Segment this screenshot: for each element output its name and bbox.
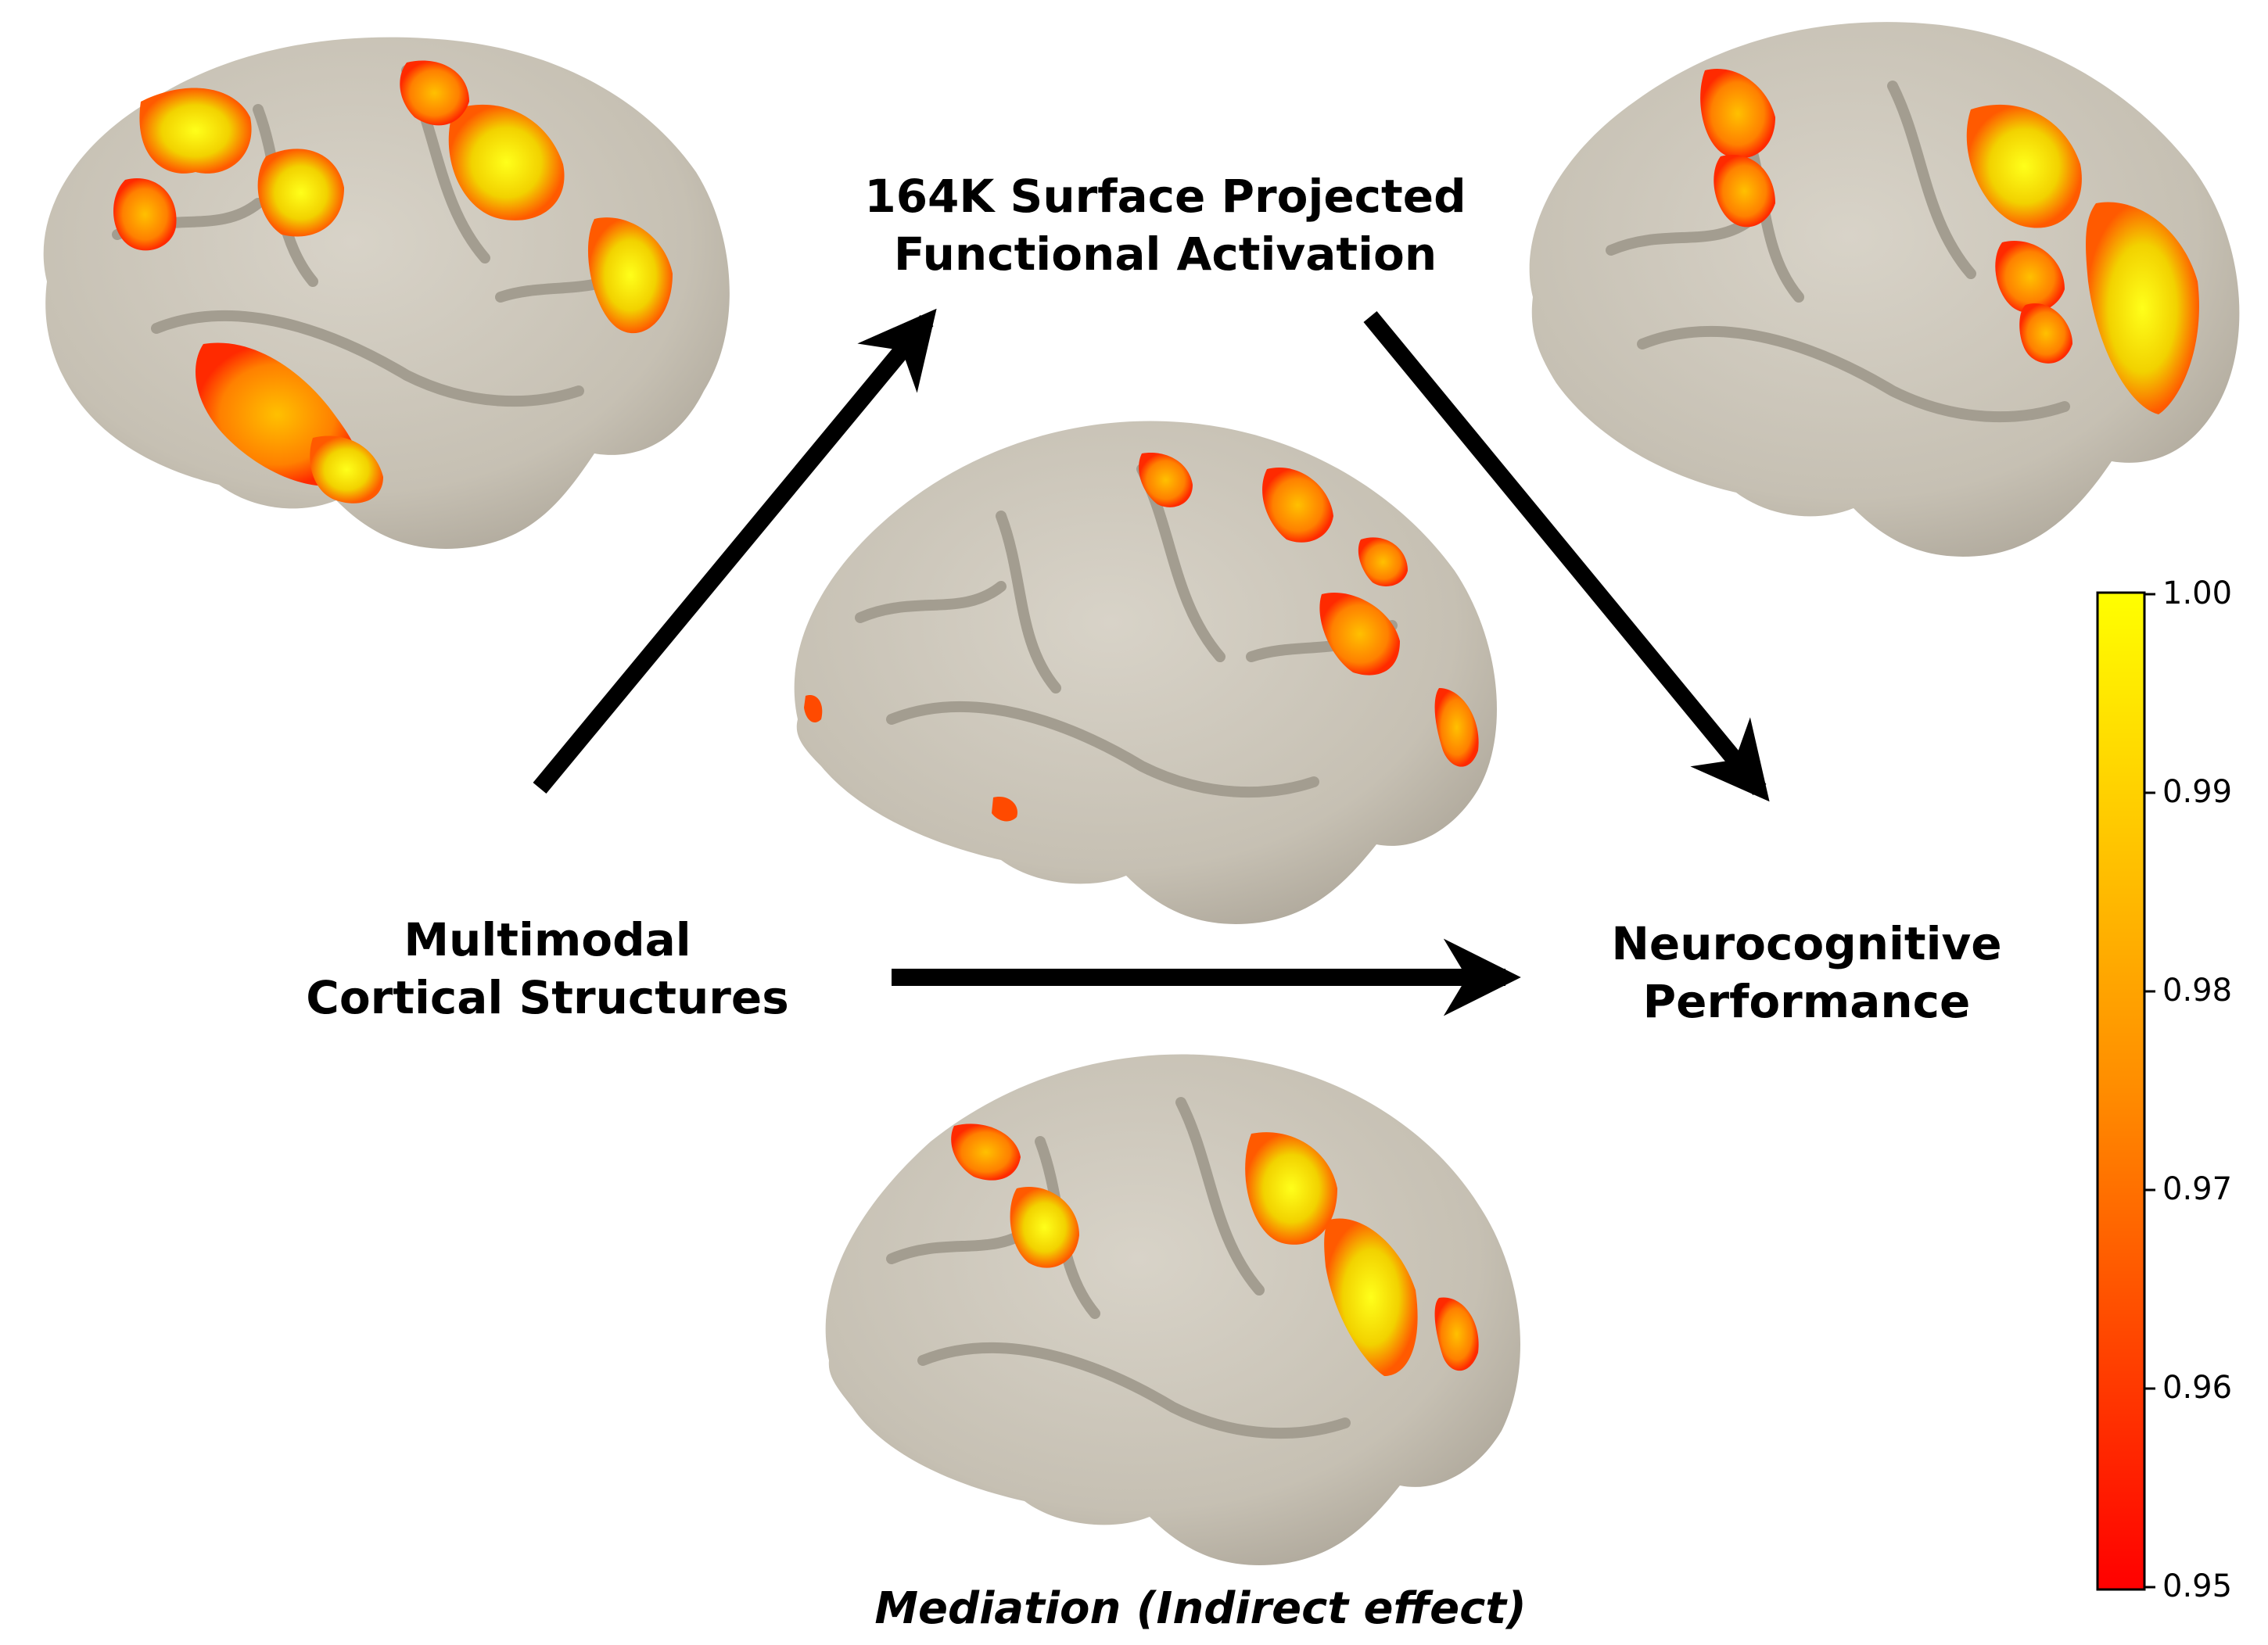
sulci <box>1606 81 2070 423</box>
arrow-activation-to-performance <box>1363 311 1770 802</box>
node-neurocognitive-performance: Neurocognitive Performance <box>1533 915 2080 1030</box>
path-arrows <box>533 308 1770 1016</box>
cortex-surface <box>794 421 1497 924</box>
node-cortical-structures-line1: Multimodal <box>404 913 691 966</box>
colorbar-tick-label: 0.98 <box>2162 973 2233 1009</box>
node-cortical-structures-line2: Cortical Structures <box>306 971 789 1024</box>
activation-clusters <box>804 453 1479 822</box>
cortex-surface <box>825 1054 1520 1565</box>
node-functional-activation-line2: Functional Activation <box>893 228 1437 281</box>
colorbar <box>2096 591 2155 1591</box>
colorbar-tick-label: 1.00 <box>2162 575 2233 611</box>
colorbar-tick-label: 0.95 <box>2162 1568 2233 1604</box>
mediation-caption: Mediation (Indirect effect) <box>874 1583 1527 1634</box>
brain-bottom <box>825 1054 1520 1565</box>
activation-clusters <box>113 60 673 504</box>
colorbar-ticks <box>2144 593 2155 1589</box>
colorbar-tick-label: 0.96 <box>2162 1370 2233 1406</box>
node-functional-activation-line1: 164K Surface Projected <box>864 170 1466 223</box>
colorbar-gradient <box>2096 591 2146 1591</box>
node-cortical-structures: Multimodal Cortical Structures <box>235 911 860 1027</box>
brain-center <box>794 421 1497 924</box>
arrow-structure-to-activation <box>533 308 937 794</box>
colorbar-tick-label: 0.97 <box>2162 1171 2233 1207</box>
brain-top-left <box>43 37 730 549</box>
activation-clusters <box>951 1124 1479 1376</box>
node-neurocognitive-performance-line2: Performance <box>1642 975 1971 1028</box>
node-neurocognitive-performance-line1: Neurocognitive <box>1611 917 2002 970</box>
activation-clusters <box>1700 69 2199 414</box>
brain-top-right <box>1529 22 2240 557</box>
colorbar-tick-label: 0.99 <box>2162 774 2233 810</box>
node-functional-activation: 164K Surface Projected Functional Activa… <box>813 167 1517 283</box>
